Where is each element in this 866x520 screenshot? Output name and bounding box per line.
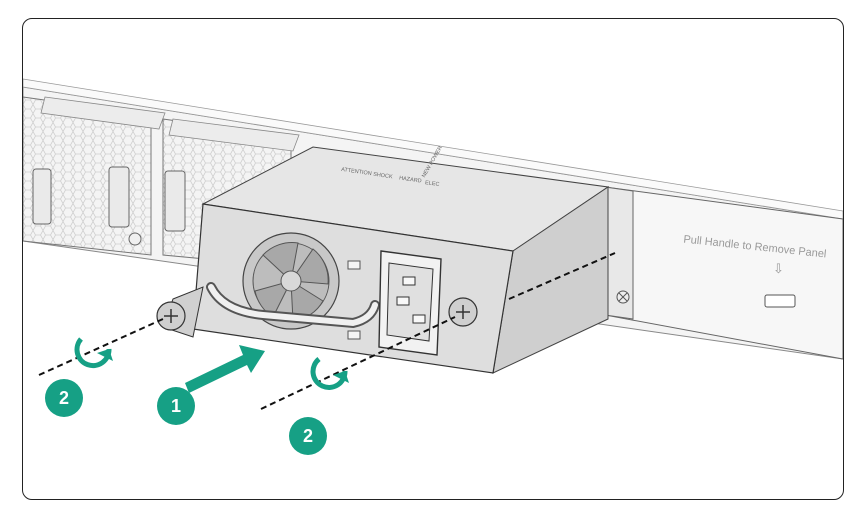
screw-icon	[128, 232, 142, 246]
illustration-frame: Pull Handle to Remove Panel ⇩ 2 1 2 ATTE…	[22, 18, 844, 500]
power-socket-icon	[378, 250, 442, 356]
captive-screw-icon	[156, 301, 186, 331]
step-badge-insert: 1	[157, 387, 195, 425]
psu-install-diagram	[23, 78, 843, 410]
captive-screw-icon	[448, 297, 478, 327]
blank-panel	[604, 186, 843, 360]
power-supply-module	[156, 146, 610, 374]
alignment-lines	[38, 252, 616, 410]
rotate-clockwise-icon	[310, 357, 349, 390]
panel-pull-handle	[764, 294, 796, 308]
insert-arrow-icon	[185, 345, 265, 393]
fan-icon	[242, 232, 340, 330]
rotate-clockwise-icon	[74, 337, 113, 369]
down-arrow-icon: ⇩	[773, 261, 784, 276]
step-badge-tighten-right: 2	[289, 417, 327, 455]
fan-module-left	[23, 96, 166, 256]
step-badge-tighten-left: 2	[45, 379, 83, 417]
